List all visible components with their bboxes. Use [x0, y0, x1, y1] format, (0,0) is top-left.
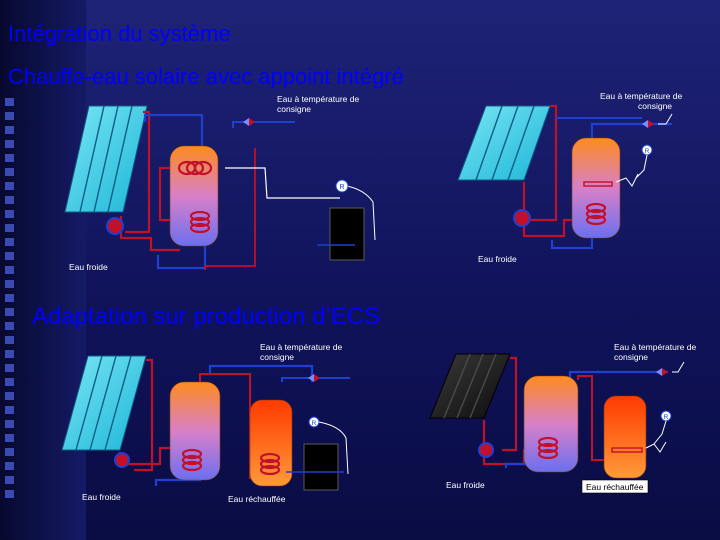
- text-hot-water: Eau à température de consigne: [260, 342, 342, 362]
- storage-tank-backup: [603, 395, 647, 479]
- svg-text:Eau à température de: Eau à température de: [277, 94, 359, 104]
- drain-line: [204, 148, 256, 270]
- mix-pipe: [232, 121, 295, 128]
- hot-water-pipe: [590, 122, 672, 138]
- mixing-valve: [243, 118, 255, 126]
- mixing-valve: [642, 120, 654, 128]
- storage-tank: [571, 137, 621, 239]
- electric-wire: [645, 441, 667, 453]
- regulator-label: R: [664, 414, 669, 421]
- mixing-valve: [656, 368, 668, 376]
- slide-title: Intégration du système: [8, 21, 231, 46]
- decor-squares: [5, 98, 19, 498]
- lower-coil: [585, 202, 607, 226]
- upper-coil: [177, 160, 213, 176]
- svg-text:Eau à température de: Eau à température de: [614, 342, 696, 352]
- electric-wire: [615, 173, 639, 187]
- text-cold-water: Eau froide: [446, 480, 485, 490]
- output-pipe: [658, 113, 673, 125]
- diagram-dhw-adaptation-left: R Eau à température de consigne Eau froi…: [61, 342, 350, 504]
- text-warm-water: Eau réchauffée: [586, 482, 644, 492]
- panel-grid: [475, 105, 535, 181]
- pump: [478, 442, 494, 458]
- warm-water-label-box: [581, 479, 649, 494]
- storage-tank: [169, 145, 219, 247]
- text-warm-water: Eau réchauffée: [228, 494, 286, 504]
- cold-water-pipe: [156, 238, 207, 270]
- pump: [114, 452, 130, 468]
- svg-text:consigne: consigne: [638, 101, 672, 111]
- panel-grid: [75, 355, 132, 451]
- transfer-pipe: [577, 375, 608, 461]
- electric-element: [583, 181, 613, 187]
- text-cold-water: Eau froide: [82, 492, 121, 502]
- slide-subtitle: Chauffe-eau solaire avec appoint intégré: [8, 64, 404, 89]
- svg-text:Eau à température de: Eau à température de: [600, 91, 682, 101]
- regulator-label: R: [339, 184, 344, 191]
- output-pipe: [672, 361, 685, 373]
- solar-panel: [61, 355, 147, 451]
- electric-element: [611, 447, 643, 453]
- diagram-dhw-adaptation-right: R Eau à température de consigne Eau froi…: [429, 342, 696, 494]
- regulator-label: R: [312, 420, 317, 427]
- panel-grid: [443, 353, 497, 419]
- control-wire: [346, 185, 376, 241]
- regulator-label: R: [645, 148, 650, 155]
- regulator-circle: [335, 179, 349, 193]
- svg-text:consigne: consigne: [277, 104, 311, 114]
- control-wire: [318, 421, 349, 475]
- hot-water-pipe: [568, 370, 668, 378]
- lower-coil: [537, 436, 559, 460]
- svg-text:Eau à température de: Eau à température de: [260, 342, 342, 352]
- hot-water-pipe: [208, 364, 314, 382]
- solar-panel: [457, 105, 551, 181]
- storage-tank-solar: [169, 381, 221, 481]
- panel-grid: [79, 105, 133, 213]
- left-decor-strip: [0, 0, 86, 540]
- control-wire: [653, 420, 667, 445]
- section-title: Adaptation sur production d’ECS: [32, 303, 381, 330]
- storage-tank-solar: [523, 375, 579, 473]
- text-hot-water: Eau à température de consigne: [614, 342, 696, 362]
- svg-text:consigne: consigne: [614, 352, 648, 362]
- backup-coil: [259, 452, 281, 476]
- diagram-solar-heater-integrated-right: R Eau à température de consigne Eau froi…: [457, 91, 682, 264]
- hot-water-pipe: [143, 113, 204, 146]
- pump: [513, 209, 531, 227]
- lower-coil: [189, 210, 211, 234]
- mixing-valve: [308, 374, 320, 382]
- text-hot-water: Eau à température de consigne: [600, 91, 682, 111]
- pump: [106, 217, 124, 235]
- backup-boiler: [303, 443, 339, 491]
- output-pipe: [281, 377, 350, 382]
- svg-text:consigne: consigne: [260, 352, 294, 362]
- text-cold-water: Eau froide: [478, 254, 517, 264]
- text-cold-water: Eau froide: [69, 262, 108, 272]
- text-hot-water: Eau à température de consigne: [277, 94, 359, 114]
- backup-boiler: [329, 207, 365, 261]
- lower-coil: [181, 448, 203, 472]
- diagram-solar-heater-integrated-left: R Eau à température de consigne Eau froi…: [64, 94, 376, 272]
- control-wire: [635, 154, 648, 179]
- sensor-line: [225, 167, 340, 199]
